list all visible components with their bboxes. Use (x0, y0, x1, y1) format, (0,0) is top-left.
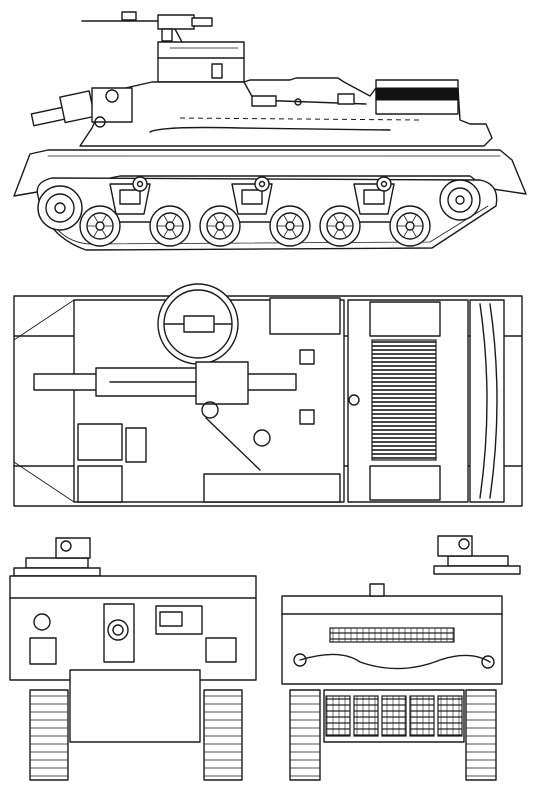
top-view (13, 283, 523, 507)
return-roller (132, 176, 148, 192)
road-wheel (389, 205, 431, 247)
stowage-top-right (269, 297, 341, 335)
idler-wheel (439, 179, 481, 221)
howitzer-barrel-top (33, 361, 297, 471)
ammo-box (125, 427, 147, 463)
machine-gun (81, 11, 213, 43)
stowage-band (375, 87, 459, 101)
engine-hatch-top (369, 301, 441, 337)
drive-sprocket (37, 185, 83, 231)
rear-track-right (465, 689, 497, 781)
rear-louvre (329, 627, 455, 643)
rear-track-links (289, 695, 497, 777)
engine-hatch-bottom (369, 465, 441, 501)
road-wheel (269, 205, 311, 247)
engine-grille (371, 339, 437, 461)
ammo-rack-left (77, 423, 123, 461)
road-wheels (79, 205, 431, 247)
ammo-rack-right-lower (203, 473, 341, 503)
front-track-right (203, 689, 243, 781)
rear-grille-panel (409, 695, 435, 737)
front-track-links (29, 695, 243, 777)
ammo-rack-left-lower (77, 465, 123, 503)
rear-track-left (289, 689, 321, 781)
road-wheel (319, 205, 361, 247)
front-glacis (69, 669, 201, 743)
front-view (9, 537, 257, 781)
rear-view (281, 535, 521, 781)
rear-grille-panel (437, 695, 463, 737)
rear-grille-panel (325, 695, 351, 737)
road-wheel (79, 205, 121, 247)
return-roller (254, 176, 270, 192)
rear-grille-panel (381, 695, 407, 737)
side-view (13, 11, 527, 251)
front-track-left (29, 689, 69, 781)
road-wheel (199, 205, 241, 247)
road-wheel (149, 205, 191, 247)
ring-mount (157, 283, 239, 365)
rear-grille-panel (353, 695, 379, 737)
rear-rack-top (469, 299, 505, 503)
pulpit (157, 41, 245, 83)
rear-grille-panels (325, 695, 463, 737)
rear-pulpit (433, 535, 521, 575)
return-roller (376, 176, 392, 192)
howitzer-barrel (30, 87, 133, 128)
front-pulpit (13, 537, 101, 577)
return-rollers (132, 176, 392, 192)
front-gun-mantlet (103, 603, 135, 663)
